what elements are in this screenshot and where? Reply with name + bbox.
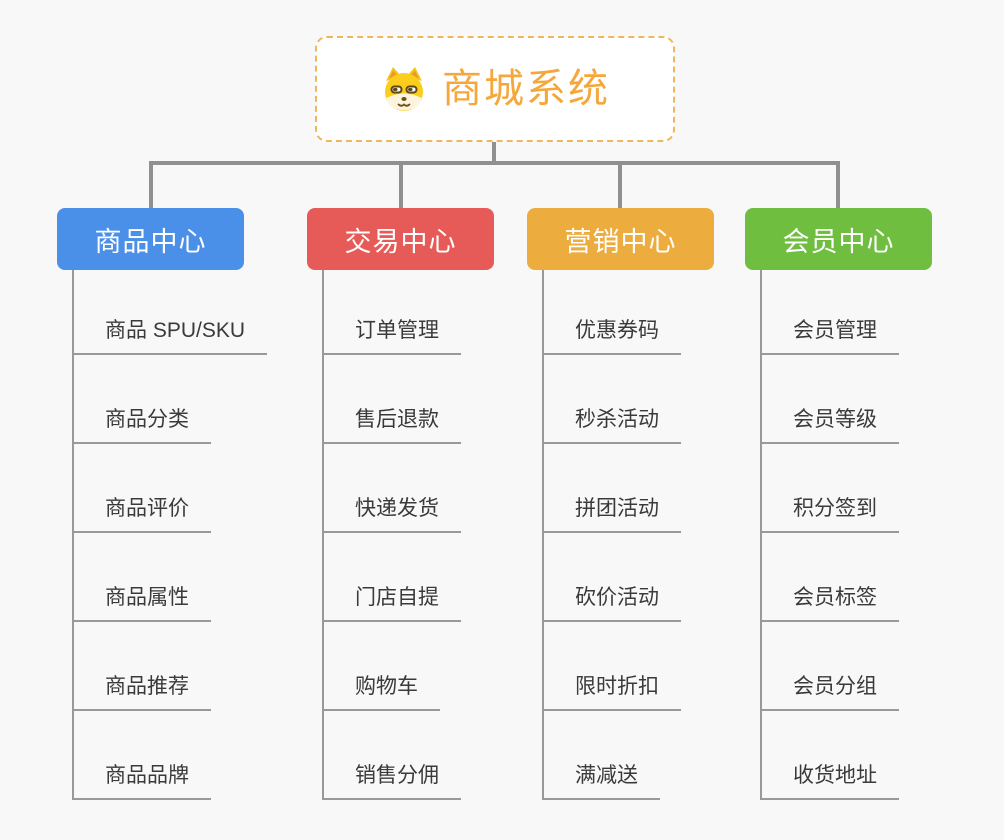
leaf-node[interactable]: 会员管理	[760, 266, 899, 355]
connector-root-vertical	[492, 142, 496, 163]
branch-column-member: 会员管理 会员等级 积分签到 会员标签 会员分组 收货地址	[760, 266, 899, 800]
leaf-node[interactable]: 商品 SPU/SKU	[72, 266, 268, 355]
leaf-node[interactable]: 拼团活动	[542, 444, 681, 533]
leaf-node[interactable]: 会员等级	[760, 355, 899, 444]
branch-header-product-center[interactable]: 商品中心	[57, 208, 244, 270]
leaf-node[interactable]: 商品属性	[72, 533, 211, 622]
leaf-node[interactable]: 门店自提	[322, 533, 461, 622]
connector-trunk	[542, 270, 544, 800]
branch-column-trade: 订单管理 售后退款 快递发货 门店自提 购物车 销售分佣	[322, 266, 461, 800]
connector-trunk	[322, 270, 324, 800]
connector-trunk	[760, 270, 762, 800]
connector-drop	[149, 163, 153, 208]
leaf-node[interactable]: 限时折扣	[542, 622, 681, 711]
branch-label: 会员中心	[782, 226, 895, 257]
leaf-node[interactable]: 商品分类	[72, 355, 211, 444]
leaf-node[interactable]: 优惠券码	[542, 266, 681, 355]
root-node[interactable]: 商城系统	[315, 36, 675, 142]
leaf-node[interactable]: 秒杀活动	[542, 355, 681, 444]
leaf-node[interactable]: 销售分佣	[322, 711, 461, 800]
leaf-node[interactable]: 快递发货	[322, 444, 461, 533]
branch-label: 交易中心	[344, 226, 457, 257]
leaf-node[interactable]: 收货地址	[760, 711, 899, 800]
dog-icon	[380, 65, 428, 113]
connector-drop	[836, 163, 840, 208]
leaf-node[interactable]: 订单管理	[322, 266, 461, 355]
connector-horizontal	[149, 161, 840, 165]
leaf-node[interactable]: 售后退款	[322, 355, 461, 444]
branch-header-marketing-center[interactable]: 营销中心	[527, 208, 714, 270]
leaf-node[interactable]: 会员标签	[760, 533, 899, 622]
branch-label: 商品中心	[94, 226, 207, 257]
connector-drop	[399, 163, 403, 208]
branch-header-trade-center[interactable]: 交易中心	[307, 208, 494, 270]
leaf-node[interactable]: 购物车	[322, 622, 440, 711]
branch-label: 营销中心	[564, 226, 677, 257]
leaf-node[interactable]: 商品品牌	[72, 711, 211, 800]
leaf-node[interactable]: 商品评价	[72, 444, 211, 533]
branch-column-product: 商品 SPU/SKU 商品分类 商品评价 商品属性 商品推荐 商品品牌	[72, 266, 268, 800]
branch-header-member-center[interactable]: 会员中心	[745, 208, 932, 270]
leaf-node[interactable]: 商品推荐	[72, 622, 211, 711]
connector-trunk	[72, 270, 74, 800]
branch-column-marketing: 优惠券码 秒杀活动 拼团活动 砍价活动 限时折扣 满减送	[542, 266, 681, 800]
leaf-node[interactable]: 会员分组	[760, 622, 899, 711]
leaf-node[interactable]: 积分签到	[760, 444, 899, 533]
connector-drop	[618, 163, 622, 208]
leaf-node[interactable]: 满减送	[542, 711, 660, 800]
leaf-node[interactable]: 砍价活动	[542, 533, 681, 622]
root-title: 商城系统	[442, 67, 610, 111]
